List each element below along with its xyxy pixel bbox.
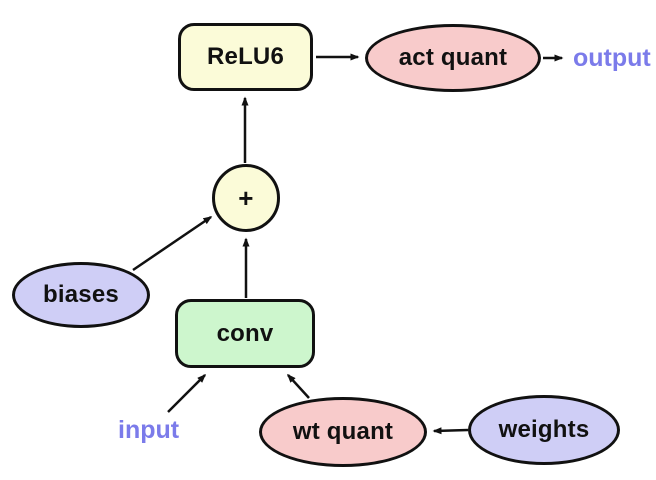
output-label: output <box>573 44 651 72</box>
node-weights: weights <box>468 395 620 465</box>
arrow-biases-to-plus <box>132 215 213 272</box>
node-wt-quant-label: wt quant <box>292 418 394 445</box>
node-biases-label: biases <box>43 281 119 308</box>
arrow-weights-to-wt-quant <box>432 427 469 435</box>
input-label: input <box>118 416 180 444</box>
node-plus-label: + <box>238 182 254 213</box>
node-conv: conv <box>175 299 315 368</box>
node-act-quant: act quant <box>365 24 541 92</box>
node-plus: + <box>212 164 280 232</box>
node-biases: biases <box>12 262 150 328</box>
node-relu6-label: ReLU6 <box>206 43 285 70</box>
node-conv-label: conv <box>216 319 274 347</box>
arrow-input-to-conv <box>167 373 207 413</box>
node-weights-label: weights <box>498 416 590 443</box>
node-act-quant-label: act quant <box>398 44 508 71</box>
node-wt-quant: wt quant <box>259 397 427 467</box>
arrow-wt-quant-to-conv <box>286 373 310 399</box>
node-relu6: ReLU6 <box>178 23 313 91</box>
